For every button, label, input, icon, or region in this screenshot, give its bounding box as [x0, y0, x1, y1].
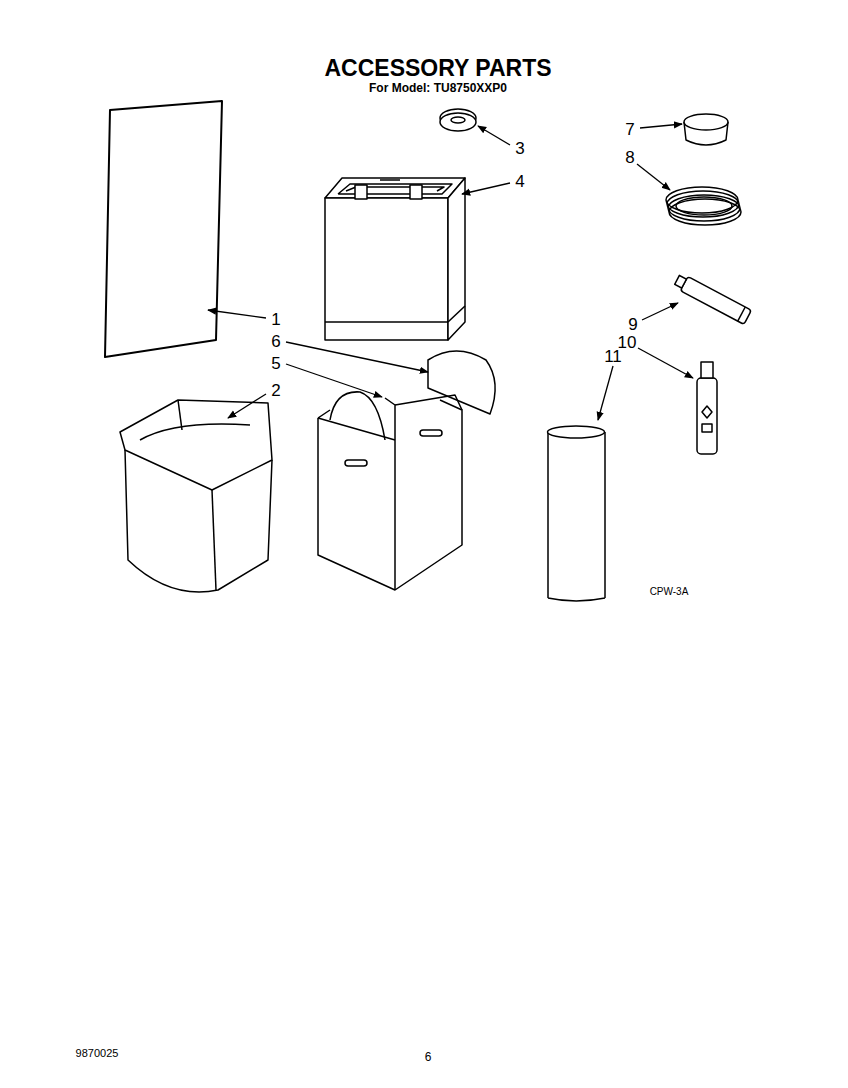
callout-number: 2	[271, 382, 280, 399]
callout-number: 7	[625, 121, 634, 138]
callout-number: 4	[515, 173, 524, 190]
page-title: ACCESSORY PARTS	[324, 57, 551, 80]
model-number: For Model: TU8750XXP0	[369, 82, 507, 94]
page-number: 6	[425, 1051, 432, 1063]
callout-number: 11	[604, 348, 622, 365]
callout-number: 3	[515, 140, 524, 157]
callout-number: 6	[271, 333, 280, 350]
callout-number: 1	[271, 311, 280, 328]
callout-number: 8	[625, 149, 634, 166]
callout-number: 9	[628, 316, 637, 333]
callout-number: 5	[271, 355, 280, 372]
figure-code: CPW-3A	[650, 587, 689, 597]
document-number: 9870025	[76, 1048, 119, 1059]
